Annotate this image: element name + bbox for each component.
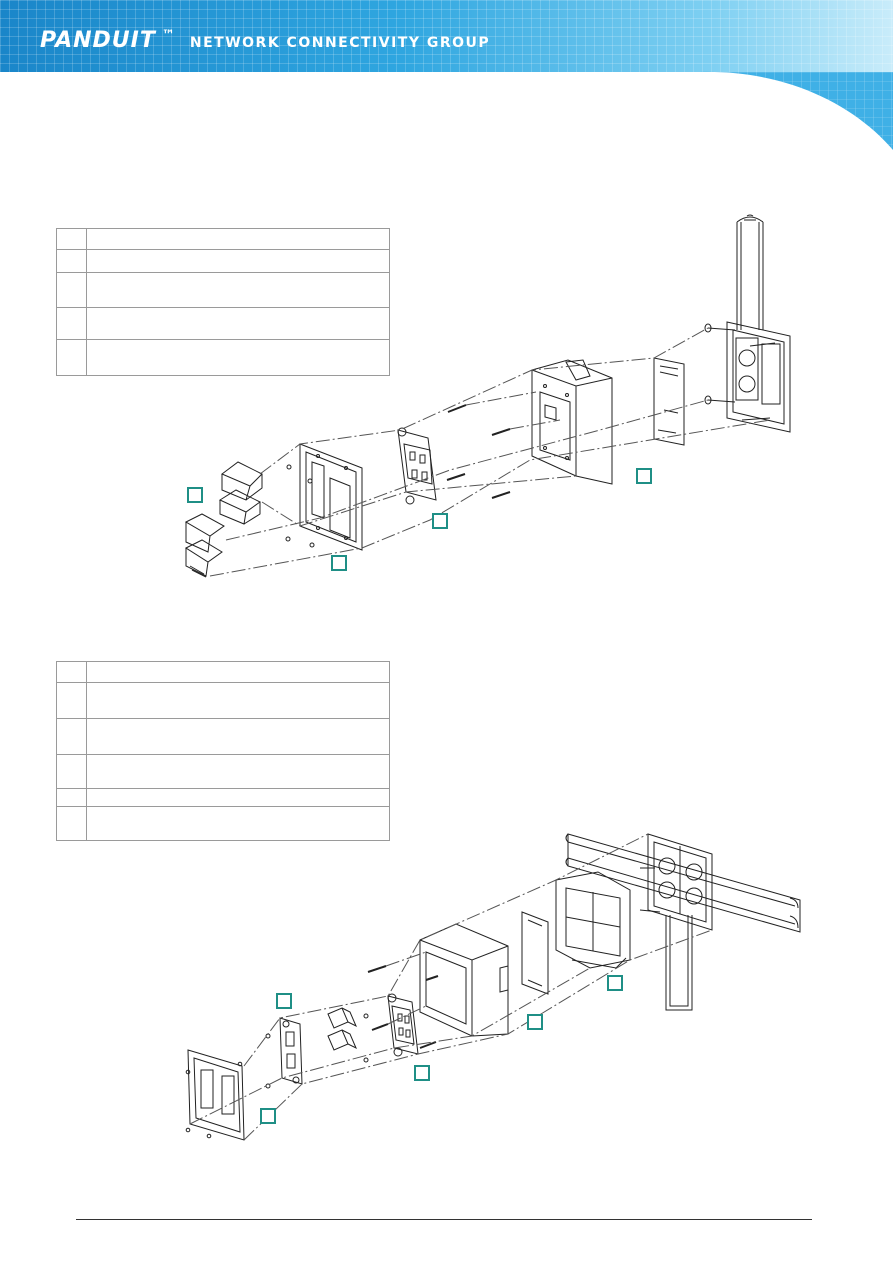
- receptacle-2-drawing: [387, 993, 419, 1057]
- table-row: [56, 806, 390, 841]
- row-description: [86, 272, 390, 308]
- row-description: [86, 249, 390, 273]
- footer-divider: [76, 1219, 812, 1220]
- header-banner: PANDUIT ™ NETWORK CONNECTIVITY GROUP: [0, 0, 893, 72]
- brand-name: PANDUIT: [40, 28, 156, 53]
- horizontal-raceway-drawing: [565, 833, 801, 933]
- row-description: [86, 307, 390, 340]
- table-row: [56, 339, 390, 376]
- row-description: [86, 339, 390, 376]
- table-row: [56, 682, 390, 719]
- table-row: [56, 718, 390, 755]
- mounting-base-drawing: [704, 321, 791, 433]
- modules-2-drawing: [327, 1007, 357, 1051]
- callout-box: [527, 1014, 543, 1030]
- faceplate-drawing: [299, 443, 363, 551]
- callout-box: [432, 513, 448, 529]
- screws-drawing: [446, 404, 511, 499]
- assembly-guidelines-2: [189, 833, 713, 1141]
- row-number: [56, 307, 87, 340]
- brand-trademark: ™: [161, 28, 176, 43]
- bracket-frame-drawing: [555, 871, 631, 969]
- table-row: [56, 249, 390, 273]
- plate-screws-drawing: [285, 464, 315, 548]
- header-swoosh: [700, 71, 893, 150]
- vertical-raceway-drawing: [736, 214, 764, 330]
- callout-box: [276, 993, 292, 1009]
- brand-logo: PANDUIT ™ NETWORK CONNECTIVITY GROUP: [40, 28, 490, 53]
- callout-box: [414, 1065, 430, 1081]
- connector-modules-drawing: [184, 461, 263, 578]
- brand-subtitle: NETWORK CONNECTIVITY GROUP: [189, 35, 491, 51]
- faceplate-2-drawing: [185, 1049, 245, 1141]
- row-description: [86, 718, 390, 755]
- insert-frame-drawing: [279, 1017, 303, 1085]
- callout-box: [607, 975, 623, 991]
- parts-table-1: [56, 228, 390, 376]
- row-description: [86, 754, 390, 789]
- table-row: [56, 272, 390, 308]
- box-drawing: [531, 359, 613, 485]
- row-number: [56, 754, 87, 789]
- table-row: [56, 307, 390, 340]
- callout-box: [187, 487, 203, 503]
- screws-2-drawing: [367, 965, 439, 1049]
- vertical-raceway-2-drawing: [665, 915, 693, 1011]
- receptacle-drawing: [397, 427, 437, 505]
- callout-box: [260, 1108, 276, 1124]
- double-base-drawing: [639, 833, 713, 931]
- header-grid-pattern: [0, 0, 893, 72]
- divider-2-drawing: [521, 911, 549, 995]
- row-description: [86, 806, 390, 841]
- box-2-drawing: [419, 923, 509, 1037]
- row-number: [56, 718, 87, 755]
- row-description: [86, 682, 390, 719]
- parts-table-2: [56, 661, 390, 841]
- assembly-guidelines-1: [209, 327, 771, 577]
- divider-plate-drawing: [653, 357, 685, 446]
- table-row: [56, 754, 390, 789]
- callout-box: [331, 555, 347, 571]
- callout-box: [636, 468, 652, 484]
